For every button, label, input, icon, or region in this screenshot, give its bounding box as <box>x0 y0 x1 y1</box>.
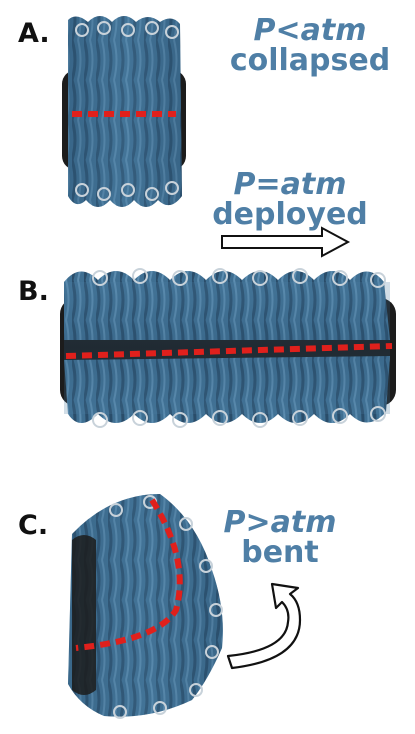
pressure-condition: P=atm <box>233 167 347 202</box>
centerline-b <box>65 343 393 359</box>
curved-arrow-icon <box>226 582 302 670</box>
pressure-condition: P<atm <box>253 13 367 48</box>
right-arrow-icon <box>221 226 351 258</box>
bent-actuator <box>68 494 223 719</box>
panel-label-a: A. <box>18 18 50 49</box>
panel-label-b: B. <box>18 276 49 307</box>
condition-c: P>atm bent <box>195 508 365 568</box>
collapsed-actuator <box>62 16 186 207</box>
panel-label-c: C. <box>18 510 49 541</box>
centerline-c <box>75 498 183 651</box>
pressure-condition: P>atm <box>223 505 337 540</box>
condition-a: P<atm collapsed <box>205 16 415 76</box>
state-label: bent <box>241 535 319 570</box>
state-label: deployed <box>212 197 368 232</box>
deployed-actuator <box>60 268 396 428</box>
condition-b: P=atm deployed <box>185 170 395 230</box>
state-label: collapsed <box>229 43 391 78</box>
